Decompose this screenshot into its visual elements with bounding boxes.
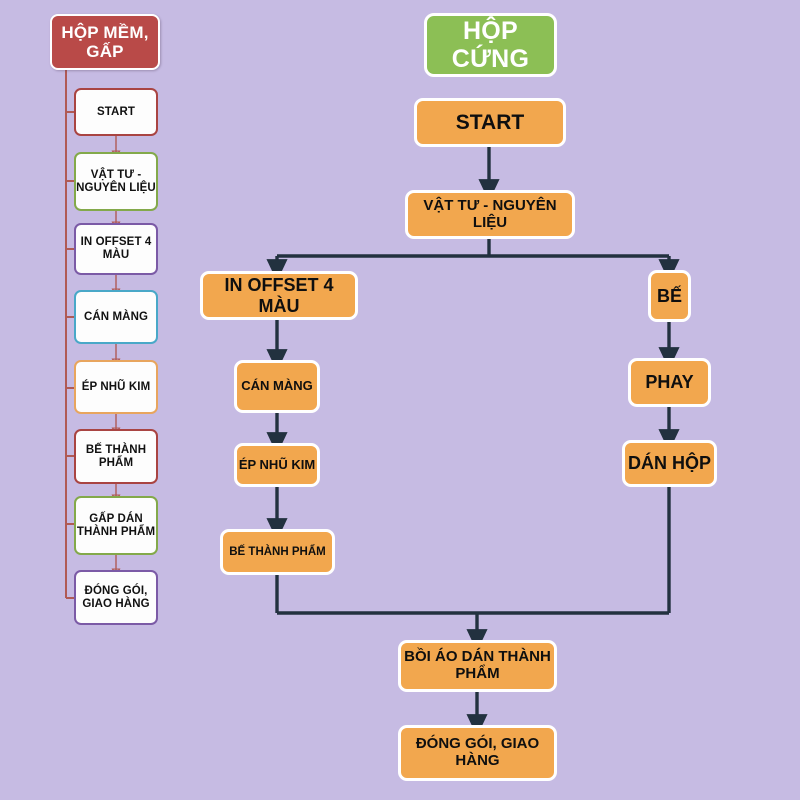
soft-flow-header: HỘP MỀM, GẤP [50, 14, 160, 70]
hard-flow-header: HỘP CỨNG [424, 13, 557, 77]
hard-node-die-cutting[interactable]: BẾ [648, 270, 691, 322]
hard-node-wrapping[interactable]: BỒI ÁO DÁN THÀNH PHẨM [398, 640, 557, 692]
hard-node-materials[interactable]: VẬT TƯ - NGUYÊN LIỆU [405, 190, 575, 239]
soft-node-lamination[interactable]: CÁN MÀNG [74, 290, 158, 344]
hard-node-box-gluing[interactable]: DÁN HỘP [622, 440, 717, 487]
soft-node-offset-print[interactable]: IN OFFSET 4 MÀU [74, 223, 158, 275]
soft-node-foil-stamping[interactable]: ÉP NHŨ KIM [74, 360, 158, 414]
soft-node-die-cut[interactable]: BẾ THÀNH PHẨM [74, 429, 158, 484]
hard-node-lamination[interactable]: CÁN MÀNG [234, 360, 320, 413]
soft-node-start[interactable]: START [74, 88, 158, 136]
soft-node-fold-glue[interactable]: GẤP DÁN THÀNH PHẨM [74, 496, 158, 555]
hard-node-milling[interactable]: PHAY [628, 358, 711, 407]
soft-node-materials[interactable]: VẬT TƯ - NGUYÊN LIỆU [74, 152, 158, 211]
hard-node-start[interactable]: START [414, 98, 566, 147]
soft-flow-rail [65, 70, 74, 599]
hard-node-packaging[interactable]: ĐÓNG GÓI, GIAO HÀNG [398, 725, 557, 781]
hard-node-die-cut[interactable]: BẾ THÀNH PHẨM [220, 529, 335, 575]
soft-node-packaging[interactable]: ĐÓNG GÓI, GIAO HÀNG [74, 570, 158, 625]
hard-node-offset-print[interactable]: IN OFFSET 4 MÀU [200, 271, 358, 320]
hard-node-foil-stamping[interactable]: ÉP NHŨ KIM [234, 443, 320, 487]
